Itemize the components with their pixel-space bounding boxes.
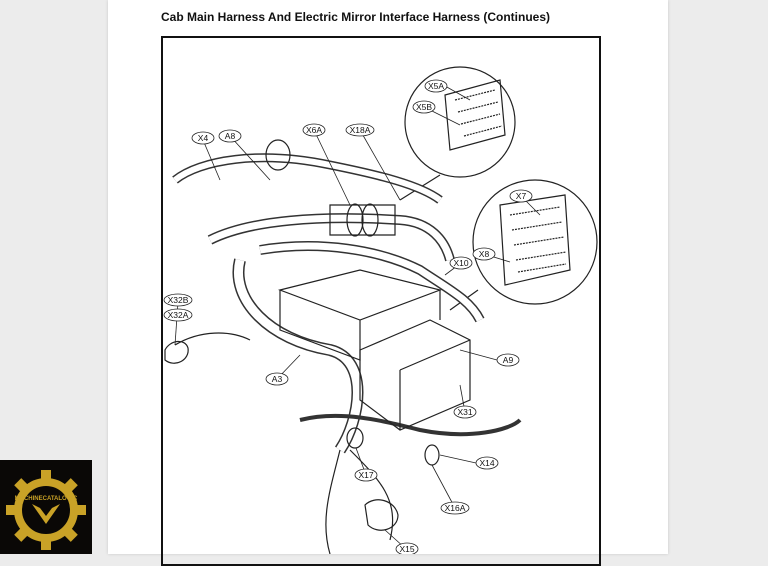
- gear-logo-icon: MACHINECATALOGIC: [6, 470, 86, 550]
- callout-x17: X17: [354, 468, 378, 482]
- callout-bubble: [424, 79, 448, 93]
- callout-label: A3: [272, 374, 283, 384]
- callout-label: X32A: [168, 310, 189, 320]
- callout-bubble: [472, 247, 496, 261]
- callout-label: X17: [358, 470, 373, 480]
- callout-label: X7: [516, 191, 527, 201]
- detail-circle-x5: [404, 66, 516, 178]
- callout-x31: X31: [453, 405, 477, 419]
- callout-a8: A8: [218, 129, 242, 143]
- page-title: Cab Main Harness And Electric Mirror Int…: [161, 10, 550, 24]
- callout-bubble: [412, 100, 436, 114]
- callout-x8: X8: [472, 247, 496, 261]
- callout-x18a: X18A: [345, 123, 375, 137]
- callout-bubble: [302, 123, 326, 137]
- callout-a9: A9: [496, 353, 520, 367]
- callout-bubble: [163, 293, 193, 307]
- callout-label: X32B: [168, 295, 189, 305]
- callout-x32a: X32A: [163, 308, 193, 322]
- callout-label: X15: [399, 544, 414, 554]
- callout-bubble: [449, 256, 473, 270]
- callout-label: X10: [453, 258, 468, 268]
- callout-label: X31: [457, 407, 472, 417]
- callout-label: X14: [479, 458, 494, 468]
- callout-label: X4: [198, 133, 209, 143]
- callout-label: X6A: [306, 125, 322, 135]
- callout-a3: A3: [265, 372, 289, 386]
- callout-bubble: [218, 129, 242, 143]
- callout-label: X5A: [428, 81, 444, 91]
- callout-bubble: [345, 123, 375, 137]
- callout-x15: X15: [395, 542, 419, 554]
- callout-x10: X10: [449, 256, 473, 270]
- callout-label: X18A: [350, 125, 371, 135]
- callout-bubble: [395, 542, 419, 554]
- callout-label: A8: [225, 131, 236, 141]
- callout-x7: X7: [509, 189, 533, 203]
- callout-label: X16A: [445, 503, 466, 513]
- brand-logo: MACHINECATALOGIC: [0, 460, 92, 554]
- callout-bubble: [163, 308, 193, 322]
- callout-bubble: [440, 501, 470, 515]
- callout-label: X5B: [416, 102, 432, 112]
- callout-x5a: X5A: [424, 79, 448, 93]
- detail-circle-x7: [472, 179, 598, 305]
- callout-bubble: [191, 131, 215, 145]
- callout-x14: X14: [475, 456, 499, 470]
- callout-bubble: [265, 372, 289, 386]
- callout-x5b: X5B: [412, 100, 436, 114]
- callout-bubble: [475, 456, 499, 470]
- callout-bubble: [453, 405, 477, 419]
- callout-bubble: [509, 189, 533, 203]
- callout-bubble: [496, 353, 520, 367]
- callout-label: A9: [503, 355, 514, 365]
- svg-text:MACHINECATALOGIC: MACHINECATALOGIC: [15, 496, 78, 502]
- callout-x32b: X32B: [163, 293, 193, 307]
- callout-x6a: X6A: [302, 123, 326, 137]
- harness-drawing: [164, 66, 598, 554]
- callout-x16a: X16A: [440, 501, 470, 515]
- callout-bubble: [354, 468, 378, 482]
- callout-label: X8: [479, 249, 490, 259]
- callout-x4: X4: [191, 131, 215, 145]
